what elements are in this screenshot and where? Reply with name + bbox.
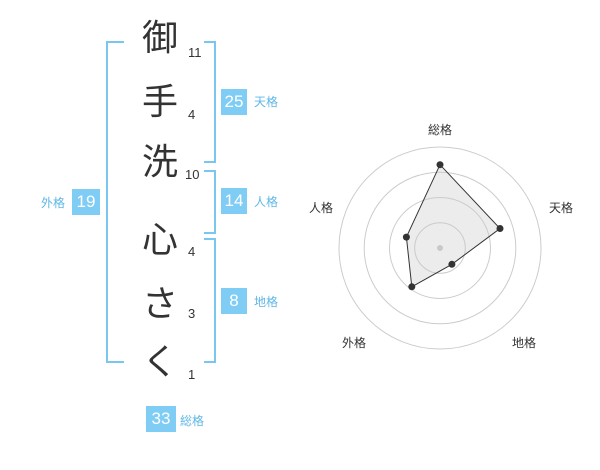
name-char-2: 手: [141, 82, 178, 123]
radar-axis-label-soukaku: 総格: [428, 123, 453, 137]
chikaku-label: 地格: [254, 295, 279, 309]
name-char-1: 御: [141, 18, 178, 59]
gaikaku-label: 外格: [41, 196, 66, 210]
stroke-count-2: 4: [188, 107, 196, 122]
jinkaku-bracket: [204, 170, 216, 234]
stroke-count-4: 4: [188, 244, 196, 259]
stroke-count-5: 3: [188, 306, 196, 321]
stroke-count-6: 1: [188, 367, 196, 382]
radar-score-polygon: [405, 163, 501, 288]
radar-ring-2: [389, 197, 491, 299]
name-char-3: 洗: [141, 142, 178, 183]
radar-point-4: [408, 283, 416, 291]
tenkaku-bracket: [204, 41, 216, 163]
soukaku-score-badge: 33: [146, 406, 176, 432]
chikaku-score-badge: 8: [221, 288, 247, 314]
radar-ring-4: [338, 146, 542, 350]
radar-ring-1: [414, 222, 466, 274]
radar-axis-label-jinkaku: 人格: [309, 201, 334, 215]
stroke-count-3: 10: [185, 167, 200, 182]
radar-point-2: [496, 225, 504, 232]
radar-point-1: [436, 161, 444, 169]
radar-axis-label-chikaku: 地格: [512, 336, 537, 350]
radar-axis-label-tenkaku: 天格: [549, 201, 574, 215]
chikaku-bracket: [204, 238, 216, 363]
stroke-count-1: 11: [188, 45, 202, 60]
radar-ring-3: [363, 171, 517, 325]
name-char-6: く: [141, 342, 178, 383]
jinkaku-score-badge: 14: [221, 188, 247, 214]
tenkaku-label: 天格: [254, 95, 279, 109]
soukaku-label: 総格: [180, 414, 205, 428]
name-char-5: さ: [141, 284, 178, 325]
tenkaku-score-badge: 25: [221, 89, 247, 115]
radar-point-5: [402, 233, 410, 241]
radar-axis-label-gaikaku: 外格: [342, 336, 367, 350]
jinkaku-label: 人格: [254, 195, 279, 209]
name-char-4: 心: [141, 220, 178, 261]
radar-point-3: [448, 260, 456, 268]
gaikaku-score-badge: 19: [72, 189, 100, 215]
gaikaku-bracket: [106, 41, 124, 363]
radar-center-dot: [437, 245, 443, 251]
